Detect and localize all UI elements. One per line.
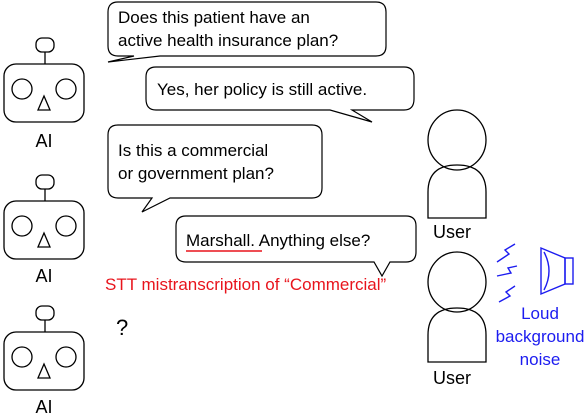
robot-icon xyxy=(3,305,85,391)
bubble-text-line: Is this a commercial xyxy=(118,141,268,160)
bubble-text-line: Marshall. Anything else? xyxy=(186,231,370,250)
stt-error-label: STT mistranscription of “Commercial” xyxy=(105,275,387,294)
robot-icon xyxy=(3,37,85,123)
noise-label-line: noise xyxy=(520,350,561,369)
ai-label: AI xyxy=(35,266,52,286)
speech-bubble-ai: Does this patient have an active health … xyxy=(107,1,387,63)
user-label: User xyxy=(433,222,471,242)
lightning-bolt-icon xyxy=(496,243,518,303)
noise-label-line: Loud xyxy=(521,304,559,323)
bubble-text-rest: Anything else? xyxy=(255,231,370,250)
user-label: User xyxy=(433,368,471,388)
user-person-icon xyxy=(427,251,487,363)
robot-icon xyxy=(3,174,85,260)
speech-bubble-user: Marshall. Anything else? xyxy=(175,215,417,278)
bubble-text-line: active health insurance plan? xyxy=(118,31,338,50)
ai-label: AI xyxy=(35,131,52,151)
bubble-text-line: Does this patient have an xyxy=(118,8,310,27)
bubble-text-line: Yes, her policy is still active. xyxy=(157,80,367,99)
noise-label-line: background xyxy=(496,327,585,346)
speech-bubble-ai: Is this a commercial or government plan? xyxy=(107,124,323,213)
mistranscribed-word: Marshall. xyxy=(186,231,255,250)
user-person-icon xyxy=(427,109,487,219)
question-mark: ? xyxy=(116,315,128,340)
loudspeaker-icon xyxy=(540,246,574,296)
speech-bubble-user: Yes, her policy is still active. xyxy=(145,66,415,123)
bubble-text-line: or government plan? xyxy=(118,164,274,183)
ai-label: AI xyxy=(35,397,52,416)
